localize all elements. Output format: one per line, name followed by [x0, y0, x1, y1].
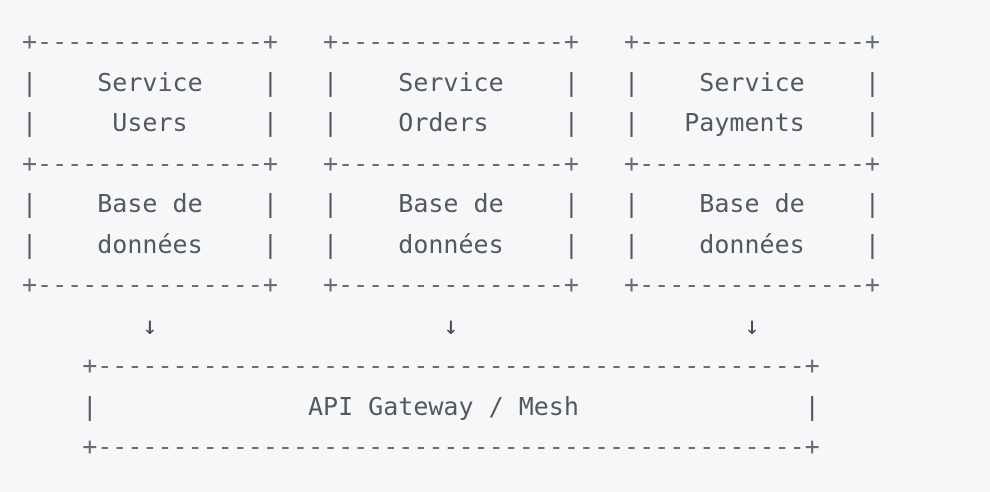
- service-boxes-title-row-2: | Users | | Orders | | Payments |: [22, 108, 880, 137]
- service-boxes-top-border: +---------------+ +---------------+ +---…: [22, 27, 880, 56]
- service-boxes-title-row-1: | Service | | Service | | Service |: [22, 67, 880, 97]
- gateway-box-bottom-border: +---------------------------------------…: [22, 432, 880, 461]
- gateway-box-label-row: | API Gateway / Mesh |: [22, 391, 880, 421]
- service-boxes-db-row-1: | Base de | | Base de | | Base de |: [22, 189, 880, 218]
- gateway-box-top-border: +---------------------------------------…: [22, 351, 880, 380]
- ascii-architecture-diagram: +---------------+ +---------------+ +---…: [22, 22, 880, 468]
- service-boxes-db-row-2: | données | | données | | données |: [22, 229, 880, 259]
- service-boxes-divider: +---------------+ +---------------+ +---…: [22, 148, 880, 178]
- service-boxes-bottom-border: +---------------+ +---------------+ +---…: [22, 270, 880, 299]
- connector-arrows-row: ↓ ↓ ↓: [22, 310, 880, 340]
